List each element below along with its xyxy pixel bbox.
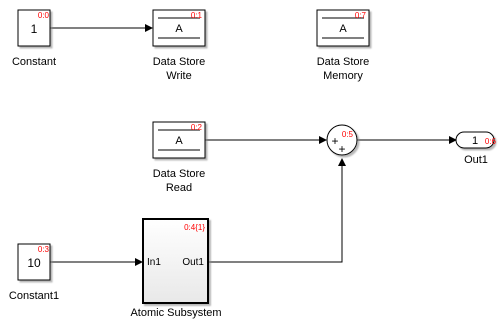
signal-subsystem-to-sum[interactable] [208,158,346,263]
constant1-label: Constant1 [9,290,59,302]
data-store-write-label-line-1: Data Store [153,56,206,68]
data-store-write-name: A [175,23,183,35]
subsystem-output-port-label: Out1 [182,257,204,268]
constant1-execution-order: 0:3 [38,245,50,254]
data-store-memory-name: A [339,23,347,35]
subsystem-execution-order: 0:4{1} [184,223,205,232]
out1-port-block[interactable]: 1 0:6 Out1 [455,131,497,166]
sum-sign-bottom: + [338,142,345,156]
data-store-read-label-line-1: Data Store [153,168,206,180]
data-store-write-execution-order: 0:1 [191,11,203,20]
constant-execution-order: 0:0 [38,11,50,20]
subsystem-input-port-label: In1 [147,257,161,268]
constant-block[interactable]: 1 0:0 Constant [12,9,56,68]
signal-lines [50,24,457,266]
constant-label: Constant [12,56,56,68]
sum-sign-left: + [331,134,338,148]
data-store-read-execution-order: 0:2 [191,123,203,132]
sum-execution-order: 0:5 [342,130,354,139]
data-store-memory-label-line-2: Memory [323,70,363,82]
data-store-memory-block[interactable]: A 0:7 Data Store Memory [316,9,370,82]
data-store-read-label-line-2: Read [166,182,192,194]
subsystem-label: Atomic Subsystem [130,307,221,319]
constant1-value: 10 [27,256,41,270]
constant1-block[interactable]: 10 0:3 Constant1 [9,243,59,302]
out1-port-number: 1 [472,135,478,147]
atomic-subsystem-block[interactable]: In1 Out1 0:4{1} Atomic Subsystem [130,218,222,319]
out1-label: Out1 [464,154,488,166]
sum-block[interactable]: + + 0:5 [326,124,358,156]
constant-value: 1 [31,22,38,36]
data-store-write-label-line-2: Write [166,70,191,82]
data-store-write-block[interactable]: A 0:1 Data Store Write [152,9,206,82]
data-store-memory-execution-order: 0:7 [355,11,367,20]
data-store-read-name: A [175,135,183,147]
data-store-memory-label-line-1: Data Store [317,56,370,68]
out1-execution-order: 0:6 [485,137,497,146]
data-store-read-block[interactable]: A 0:2 Data Store Read [152,121,206,194]
